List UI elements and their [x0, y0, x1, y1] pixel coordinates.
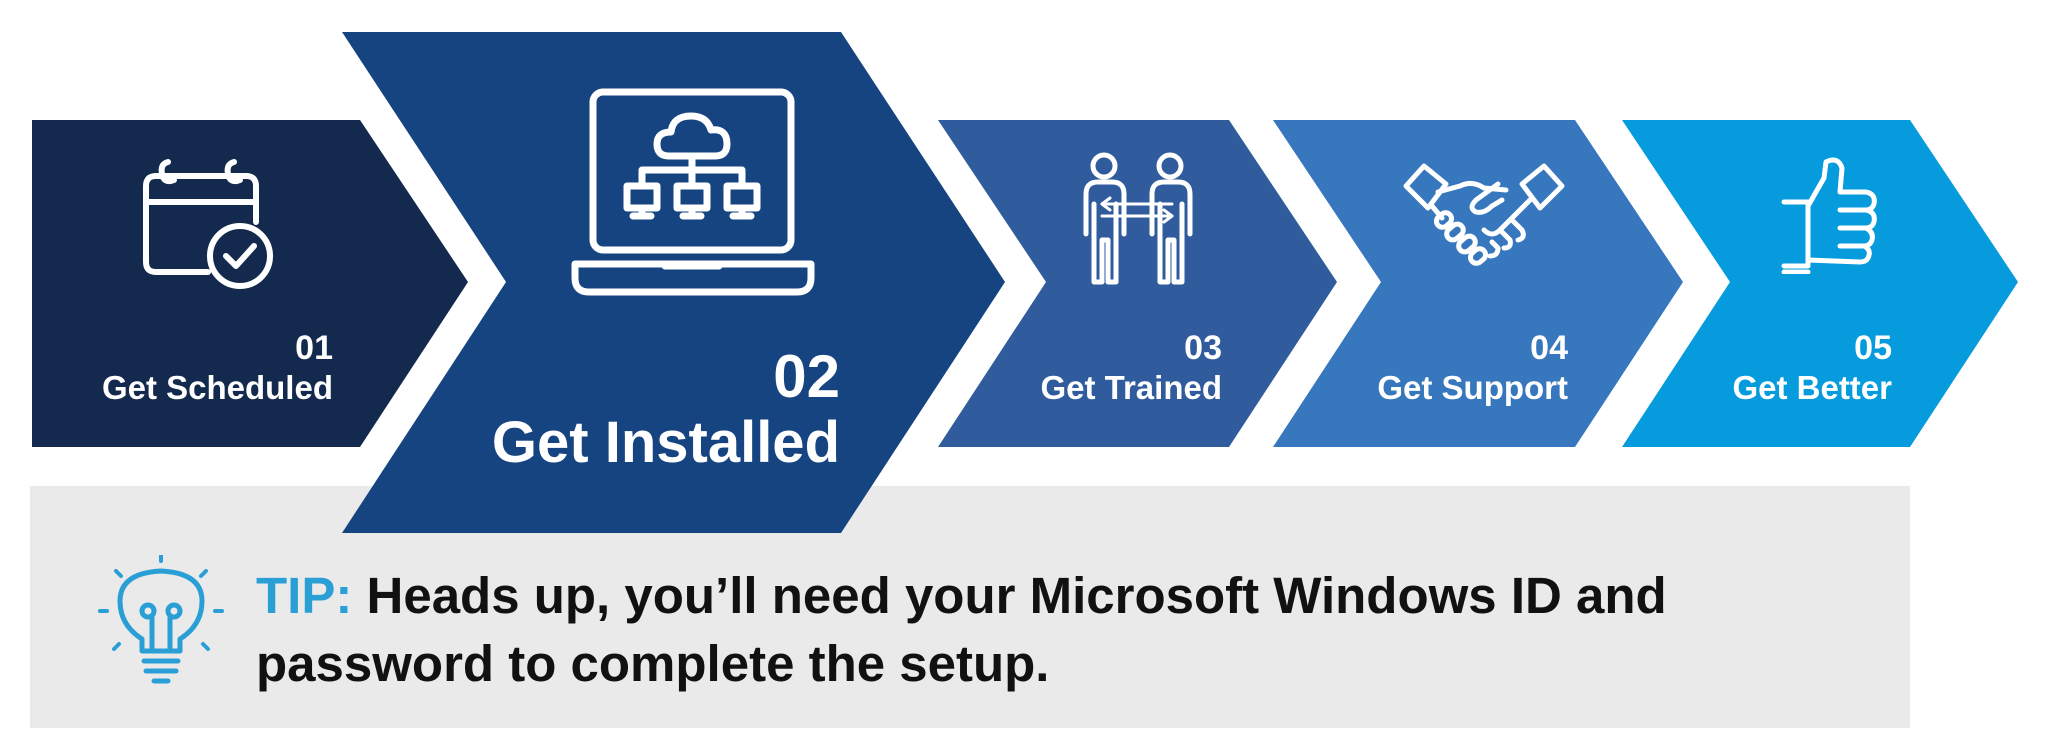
thumbs-up-icon — [1781, 157, 1877, 274]
step-2-text: 02 Get Installed — [492, 344, 840, 476]
step-3-chevron — [938, 120, 1337, 447]
tip-text: TIP: Heads up, you’ll need your Microsof… — [256, 562, 1856, 698]
tip-label: TIP: — [256, 567, 353, 624]
step-3-label: Get Trained — [1040, 369, 1222, 406]
people-exchange-icon — [1083, 152, 1193, 285]
step-2-number: 02 — [773, 343, 840, 410]
step-2-chevron — [342, 32, 1005, 533]
lightbulb-icon — [98, 555, 224, 684]
laptop-cloud-network-icon — [571, 88, 815, 296]
step-2-label: Get Installed — [491, 410, 840, 475]
tip-body: Heads up, you’ll need your Microsoft Win… — [256, 567, 1667, 692]
step-1-number: 01 — [295, 329, 333, 367]
calendar-check-icon — [143, 159, 273, 289]
step-5-number: 05 — [1854, 329, 1892, 367]
tip-box — [30, 486, 1910, 728]
handshake-icon — [1403, 163, 1565, 266]
step-1-label: Get Scheduled — [101, 369, 333, 406]
step-5-chevron — [1622, 120, 2018, 447]
step-3-text: 03 Get Trained — [1040, 328, 1222, 408]
step-4-chevron — [1273, 120, 1683, 447]
step-4-label: Get Support — [1377, 369, 1568, 406]
step-3-number: 03 — [1184, 329, 1222, 367]
step-4-text: 04 Get Support — [1377, 328, 1568, 408]
step-4-number: 04 — [1530, 329, 1568, 367]
step-5-label: Get Better — [1732, 369, 1892, 406]
step-5-text: 05 Get Better — [1732, 328, 1892, 408]
step-1-text: 01 Get Scheduled — [102, 328, 333, 408]
